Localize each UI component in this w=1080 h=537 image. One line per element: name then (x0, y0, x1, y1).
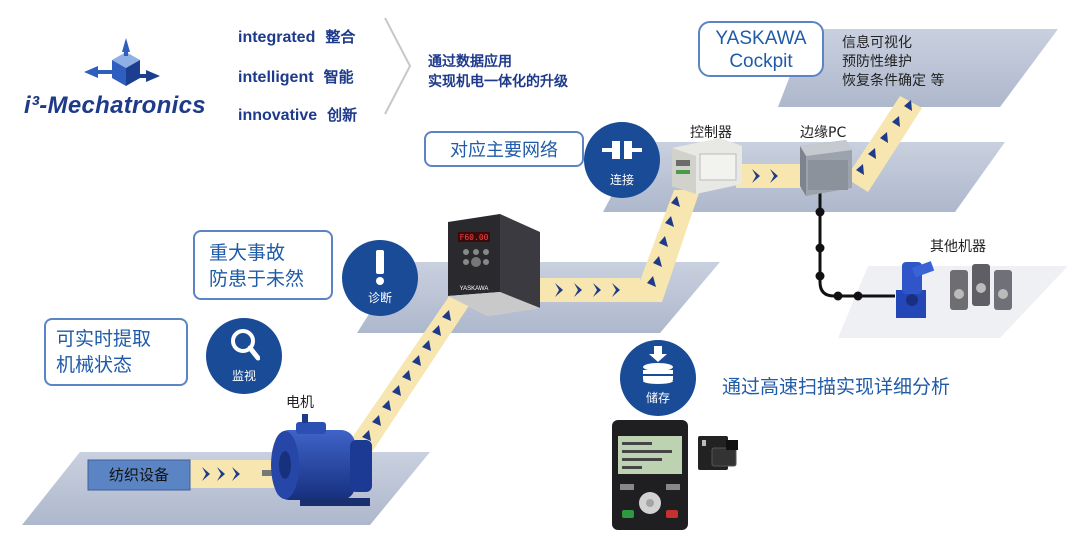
inverter-drive: F60.00 YASKAWA (448, 214, 540, 316)
connect-badge: 连接 (584, 122, 660, 198)
logo-title: i³-Mechatronics (24, 92, 206, 119)
motor-label: 电机 (286, 395, 314, 411)
flow-chevrons (202, 100, 912, 481)
network-cable (815, 190, 895, 301)
edge-pc-device (800, 140, 852, 196)
cockpit-box: YASKAWA Cockpit (698, 21, 824, 77)
keypad-device (612, 420, 688, 530)
exclamation-icon (376, 250, 384, 285)
other-machines-icon (896, 261, 1012, 318)
textile-label: 纺织设备 (108, 466, 169, 484)
connect-label: 连接 (609, 173, 634, 187)
keyword-innovative: innovative 创新 (238, 104, 357, 125)
other-machines-label: 其他机器 (930, 239, 986, 255)
scan-analysis-text: 通过高速扫描实现详细分析 (722, 376, 951, 398)
storage-badge: 储存 (620, 340, 696, 416)
keyword-integrated: integrated 整合 (238, 26, 355, 47)
motor-icon (262, 414, 372, 506)
headline-line-1: 通过数据应用 (428, 54, 512, 70)
storage-label: 储存 (645, 391, 670, 405)
accident-line-1: 重大事故 (209, 242, 286, 264)
controller-label: 控制器 (690, 125, 732, 141)
keyword-en: innovative (238, 107, 318, 124)
headline-line-2: 实现机电一体化的升级 (428, 74, 568, 90)
cockpit-line-1: YASKAWA (715, 28, 807, 49)
diagnose-badge: 诊断 (342, 240, 418, 316)
svg-text:F60.00: F60.00 (460, 233, 489, 242)
accident-line-2: 防患于未然 (209, 268, 305, 290)
cockpit-line-2: Cockpit (729, 51, 793, 72)
monitor-badge: 监视 (206, 318, 282, 394)
svg-text:YASKAWA: YASKAWA (460, 286, 489, 292)
info-list: 信息可视化 预防性维护 恢复条件确定 等 (842, 34, 944, 91)
headline-message: 通过数据应用 实现机电一体化的升级 (428, 52, 568, 92)
keyword-zh: 智能 (323, 68, 354, 86)
realtime-line-2: 机械状态 (56, 354, 133, 376)
realtime-callout: 可实时提取 机械状态 (44, 318, 188, 386)
magnifier-icon (231, 329, 260, 361)
monitor-label: 监视 (231, 369, 256, 383)
info-item: 信息可视化 (842, 35, 912, 51)
keyword-en: integrated (238, 29, 316, 46)
keyword-zh: 创新 (327, 106, 358, 124)
top-platform (778, 29, 1058, 107)
logo-cube-icon (84, 38, 160, 86)
info-item: 恢复条件确定 等 (842, 73, 945, 89)
separator-chevron (384, 17, 412, 115)
sd-card-icon (698, 436, 738, 470)
realtime-line-1: 可实时提取 (56, 328, 152, 350)
keyword-en: intelligent (238, 69, 314, 86)
info-item: 预防性维护 (842, 54, 912, 70)
diagnose-label: 诊断 (367, 291, 392, 305)
edge-pc-label: 边缘PC (800, 125, 847, 141)
plug-icon (602, 141, 642, 159)
controller-device (672, 138, 742, 194)
network-callout: 对应主要网络 (424, 131, 584, 167)
accident-callout: 重大事故 防患于未然 (193, 230, 333, 300)
keyword-intelligent: intelligent 智能 (238, 66, 354, 87)
textile-box (87, 459, 191, 491)
database-icon (643, 346, 673, 384)
keyword-zh: 整合 (325, 28, 356, 46)
